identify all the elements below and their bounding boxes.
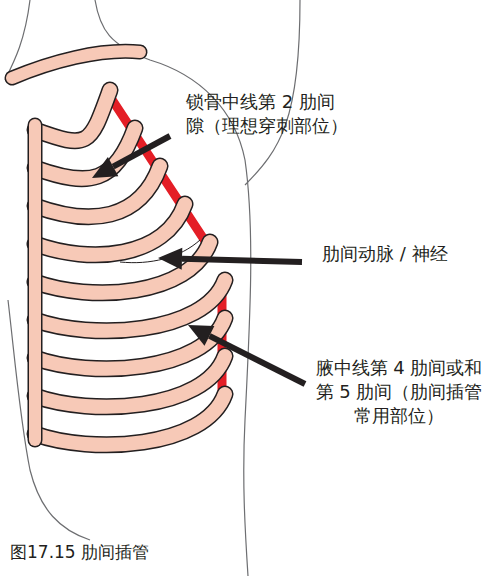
clavicle <box>12 51 140 78</box>
arrow-head <box>92 157 118 178</box>
arrow-head <box>158 248 182 270</box>
rib <box>35 356 225 407</box>
pointer-arrow <box>209 336 305 384</box>
rib <box>35 318 225 369</box>
callout-label: 肋间动脉 / 神经 <box>322 242 448 266</box>
rib <box>35 128 135 179</box>
rib <box>35 242 210 293</box>
pointer-arrow <box>113 136 170 167</box>
rib-outline <box>35 280 225 331</box>
rib-outline <box>35 356 225 407</box>
body-outline <box>244 160 251 576</box>
pointer-arrow <box>182 259 302 262</box>
rib <box>35 90 110 141</box>
rib-outline <box>35 128 135 179</box>
rib <box>35 204 185 255</box>
sternum <box>29 125 41 440</box>
rib-outline <box>35 318 225 369</box>
rib-outline <box>35 394 225 445</box>
rib <box>35 280 225 331</box>
arrow-head <box>188 325 214 346</box>
callout-label: 腋中线第 4 肋间或和 第 5 肋间（肋间插管 常用部位） <box>312 356 486 427</box>
rib <box>35 394 225 445</box>
rib-outline <box>35 242 210 293</box>
figure-caption: 图17.15 肋间插管 <box>10 541 149 564</box>
rib-outline <box>35 90 110 141</box>
rib-outline <box>35 204 185 255</box>
callout-label: 锁骨中线第 2 肋间 隙（理想穿刺部位） <box>186 90 352 138</box>
sternum-outline <box>28 125 43 440</box>
clavicle-outline <box>12 51 140 78</box>
